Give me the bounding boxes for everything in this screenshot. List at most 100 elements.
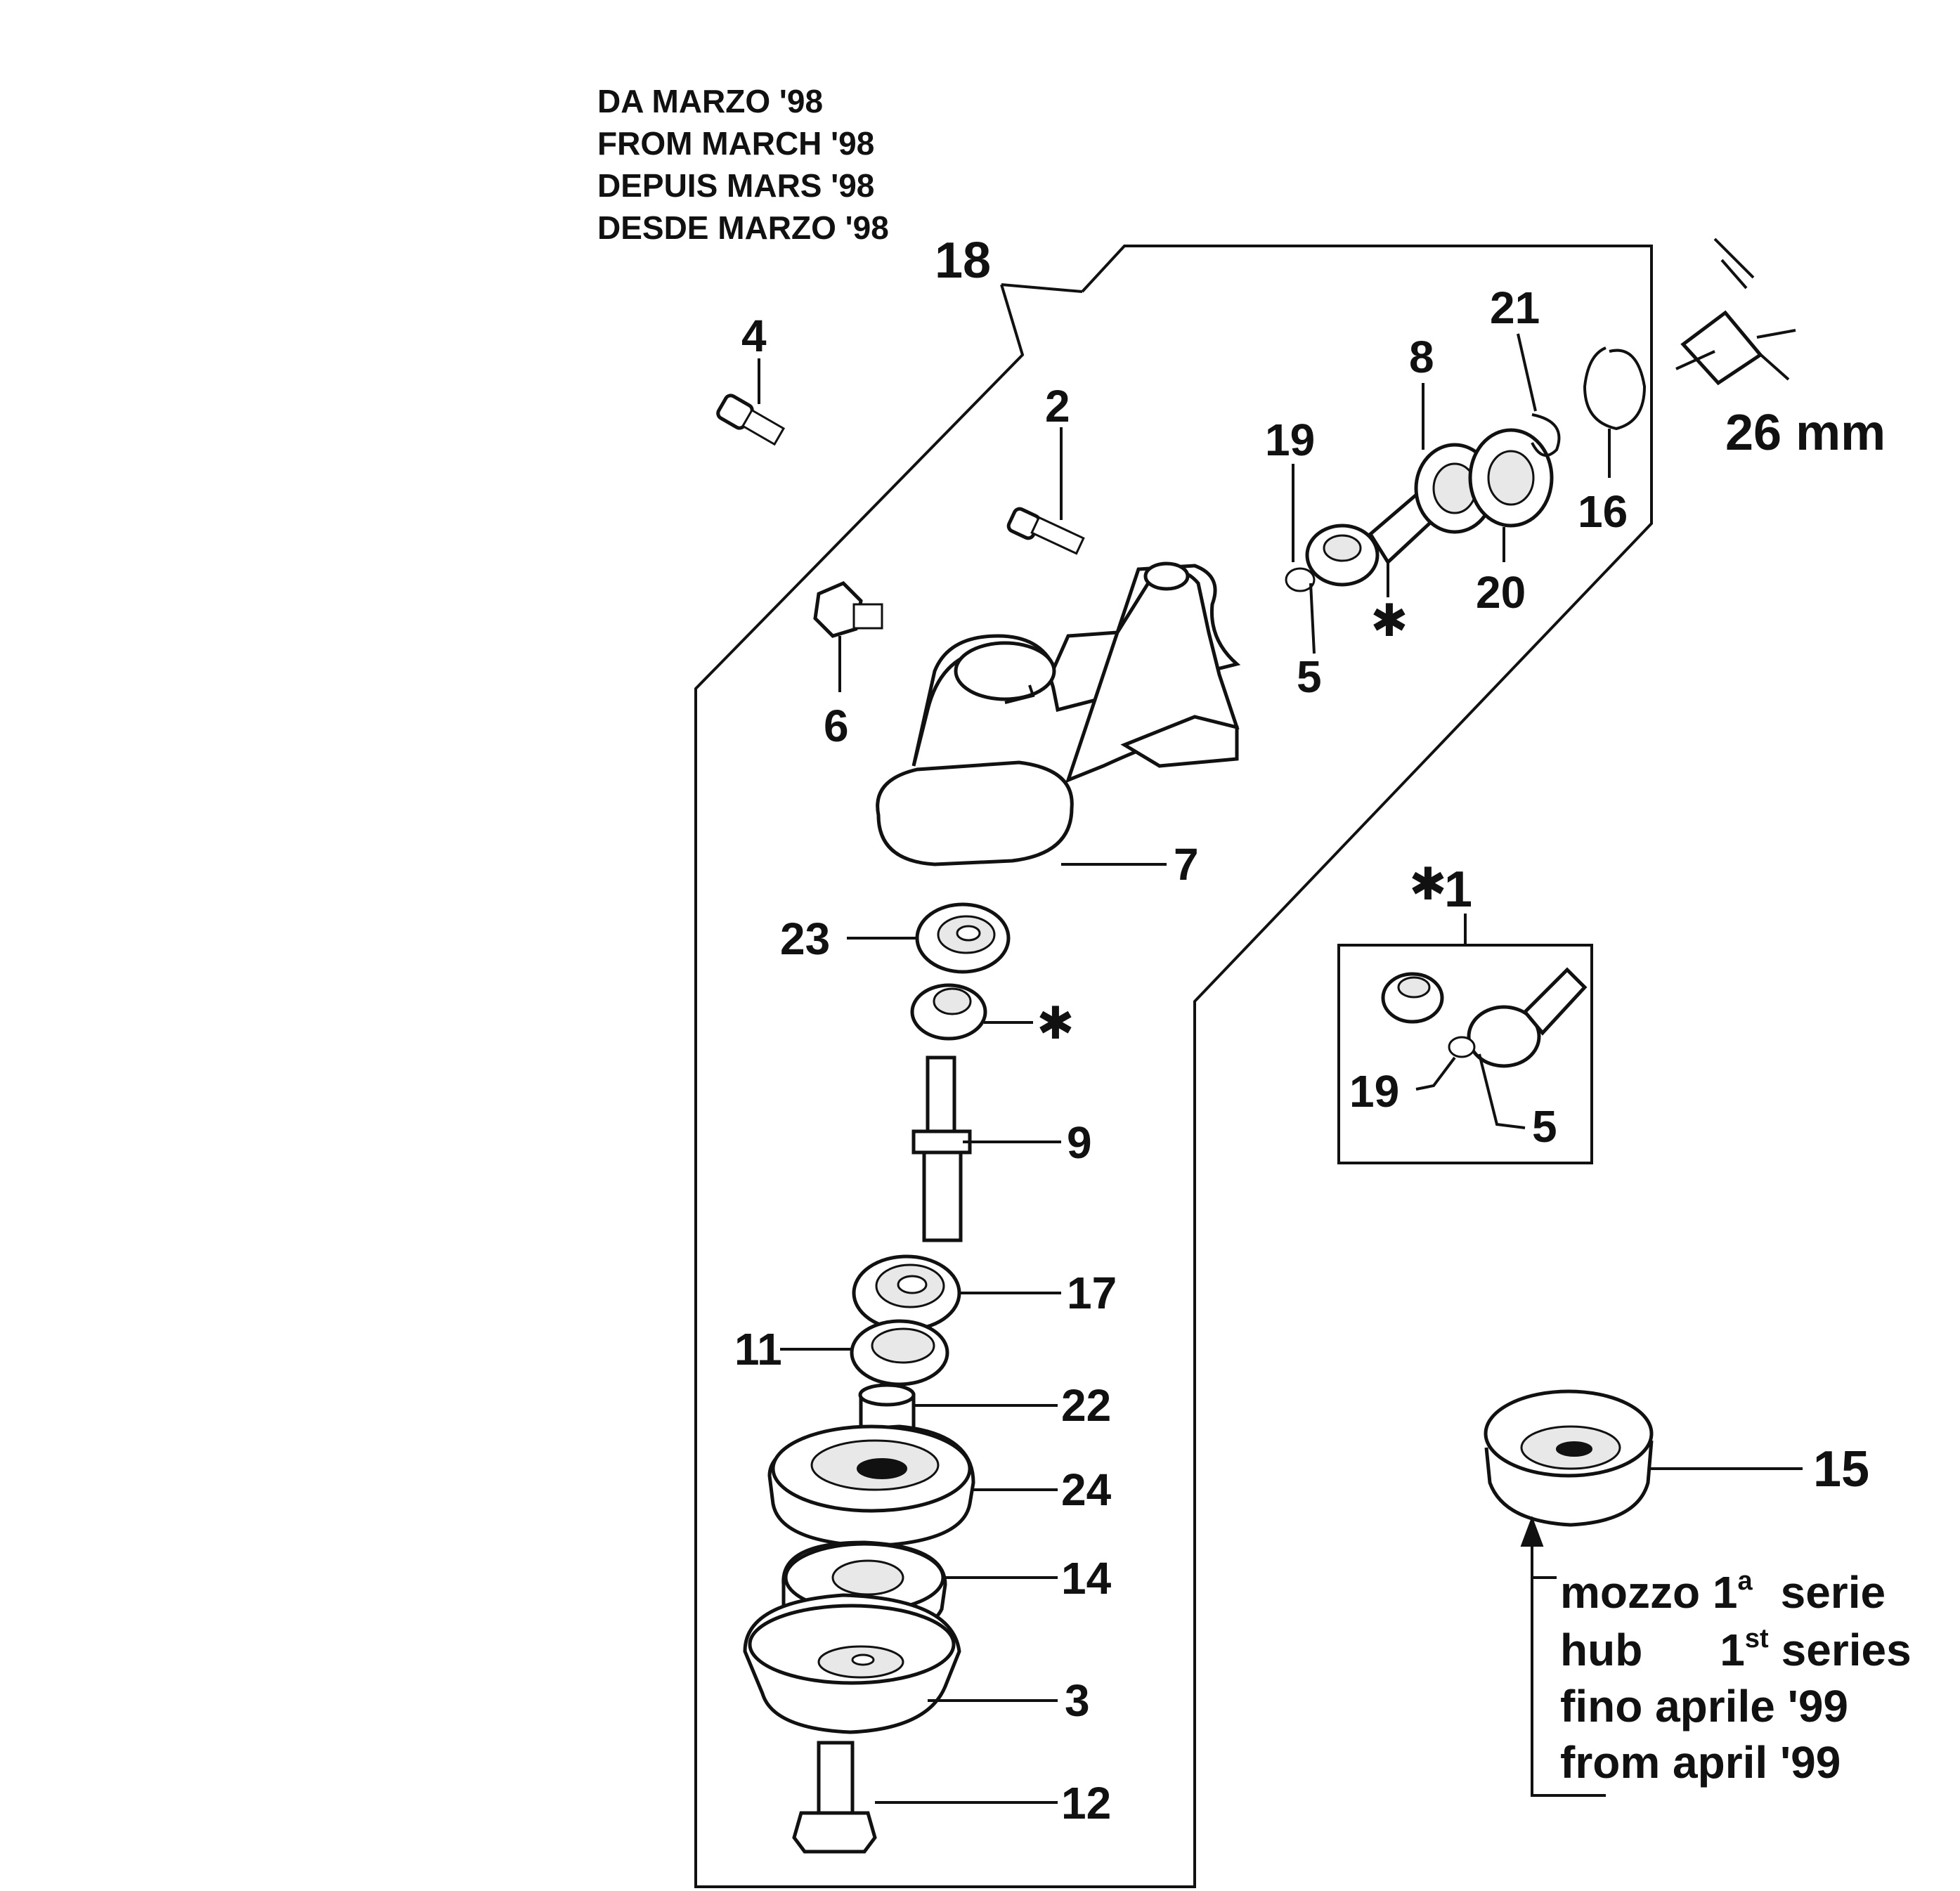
part-12-bolt: 12 xyxy=(792,1741,1111,1854)
kit-pinion-shaft xyxy=(1522,967,1588,1036)
cup-3-hole xyxy=(851,1653,875,1666)
star-marker-pinion: ✱ xyxy=(1370,595,1408,646)
shaft-spline xyxy=(1675,350,1715,370)
label-2: 2 xyxy=(1045,381,1070,431)
label-12: 12 xyxy=(1061,1778,1111,1828)
bearing-23-bore xyxy=(956,925,981,942)
part-24-hub: 24 xyxy=(767,1424,1112,1548)
housing-skirt xyxy=(876,760,1074,866)
kit-gear-small-hub xyxy=(1397,976,1431,999)
hub-24-spline xyxy=(857,1458,907,1479)
kit-bracket xyxy=(1339,914,1592,947)
bolt-12-head xyxy=(792,1811,877,1854)
pinion-gear-5-face xyxy=(1323,534,1362,562)
dimension-tick-top xyxy=(1713,238,1755,279)
label-23: 23 xyxy=(780,914,830,964)
header-line-it: DA MARZO '98 xyxy=(597,83,823,119)
part-11-seal: 11 xyxy=(734,1319,949,1386)
label-14: 14 xyxy=(1061,1553,1112,1604)
housing-top-boss xyxy=(954,641,1056,701)
kit-leader-5 xyxy=(1478,1053,1526,1129)
part-7-gear-housing: 7 xyxy=(876,561,1241,890)
screw-4-thread xyxy=(741,408,786,446)
label-24: 24 xyxy=(1061,1464,1112,1515)
kit-label-5: 5 xyxy=(1532,1101,1557,1152)
header-line-en: FROM MARCH '98 xyxy=(597,125,874,162)
dimension-arrow-top xyxy=(1720,259,1748,290)
leader-21 xyxy=(1517,333,1537,412)
dimension-label: 26 mm xyxy=(1725,405,1886,461)
washer-14-hole xyxy=(831,1559,904,1596)
shaft-9-collar xyxy=(911,1129,972,1155)
label-3: 3 xyxy=(1065,1675,1090,1726)
part-2-screw: 2 xyxy=(1006,381,1085,555)
label-16: 16 xyxy=(1578,486,1628,537)
shaft-tube xyxy=(1680,310,1763,386)
label-21: 21 xyxy=(1490,282,1540,333)
part-9-spline-shaft: 9 xyxy=(911,1055,1092,1242)
drive-shaft-dimension: 26 mm xyxy=(1675,238,1886,461)
dimension-tick-bottom xyxy=(1756,329,1796,339)
note-arrow-head xyxy=(1520,1516,1544,1547)
kit-1: ✱ 1 19 5 xyxy=(1337,859,1593,1164)
rotation-arrow xyxy=(1004,684,1035,704)
snap-ring-16 xyxy=(1583,346,1647,431)
hub-15-spline xyxy=(1556,1441,1592,1457)
bearing-20-race xyxy=(1487,450,1535,506)
label-7: 7 xyxy=(1174,839,1199,890)
plug-6-thread xyxy=(852,603,883,630)
screw-2-thread xyxy=(1030,516,1085,555)
label-11: 11 xyxy=(734,1324,782,1375)
note-line-4: from april '99 xyxy=(1560,1737,1841,1788)
label-9: 9 xyxy=(1067,1117,1092,1168)
label-5: 5 xyxy=(1297,651,1322,702)
note-line-3: fino aprile '99 xyxy=(1560,1681,1848,1731)
label-17: 17 xyxy=(1067,1268,1117,1318)
shaft-9-upper xyxy=(926,1055,956,1137)
seal-11-lip xyxy=(871,1327,935,1364)
shaft-9-lower xyxy=(922,1150,963,1242)
part-23-bearing: 23 xyxy=(780,902,1011,974)
housing-lug xyxy=(1143,561,1190,591)
label-22: 22 xyxy=(1061,1380,1111,1431)
spacer-22-top xyxy=(858,1383,916,1407)
label-15: 15 xyxy=(1813,1441,1869,1497)
star-marker-lower: ✱ xyxy=(1037,998,1075,1048)
part-17-bearing: 17 xyxy=(852,1254,1117,1332)
assembly-outline xyxy=(694,245,1653,1888)
part-15-hub: 15 xyxy=(1484,1389,1869,1527)
date-header: DA MARZO '98 FROM MARCH '98 DEPUIS MARS … xyxy=(597,83,889,246)
housing-fin xyxy=(1120,715,1239,768)
leader-5 xyxy=(1309,583,1316,654)
kit-circlip xyxy=(1448,1036,1476,1058)
label-8: 8 xyxy=(1409,332,1434,382)
kit-star: ✱ xyxy=(1409,859,1447,909)
pinion-assembly: 19 5 ✱ 8 20 21 16 xyxy=(1265,282,1647,702)
part-3-cup: 3 xyxy=(743,1593,1090,1734)
kit-box xyxy=(1337,944,1593,1164)
label-20: 20 xyxy=(1476,567,1526,618)
part-4-screw: 4 xyxy=(716,311,786,446)
clip-21 xyxy=(1531,413,1561,457)
header-line-es: DESDE MARZO '98 xyxy=(597,209,889,246)
assembly-number-label: 18 xyxy=(935,233,991,289)
kit-number: 1 xyxy=(1444,862,1472,918)
assembly-leader xyxy=(1001,283,1083,293)
kit-gear-pinion xyxy=(1467,1005,1541,1068)
part-6-plug: 6 xyxy=(813,581,883,751)
part-14-washer: 14 xyxy=(781,1540,1112,1639)
label-19: 19 xyxy=(1265,415,1315,465)
header-line-fr: DEPUIS MARS '98 xyxy=(597,167,874,204)
kit-label-19: 19 xyxy=(1349,1066,1399,1117)
label-4: 4 xyxy=(741,311,767,361)
note-arrow-line xyxy=(1531,1528,1606,1797)
bolt-12-thread xyxy=(817,1741,855,1815)
bevel-gear-lower: ✱ xyxy=(910,983,1075,1048)
kit-leader-19 xyxy=(1415,1056,1456,1091)
bevel-gear-hub xyxy=(933,987,972,1015)
dimension-arrow-bottom xyxy=(1755,350,1790,381)
